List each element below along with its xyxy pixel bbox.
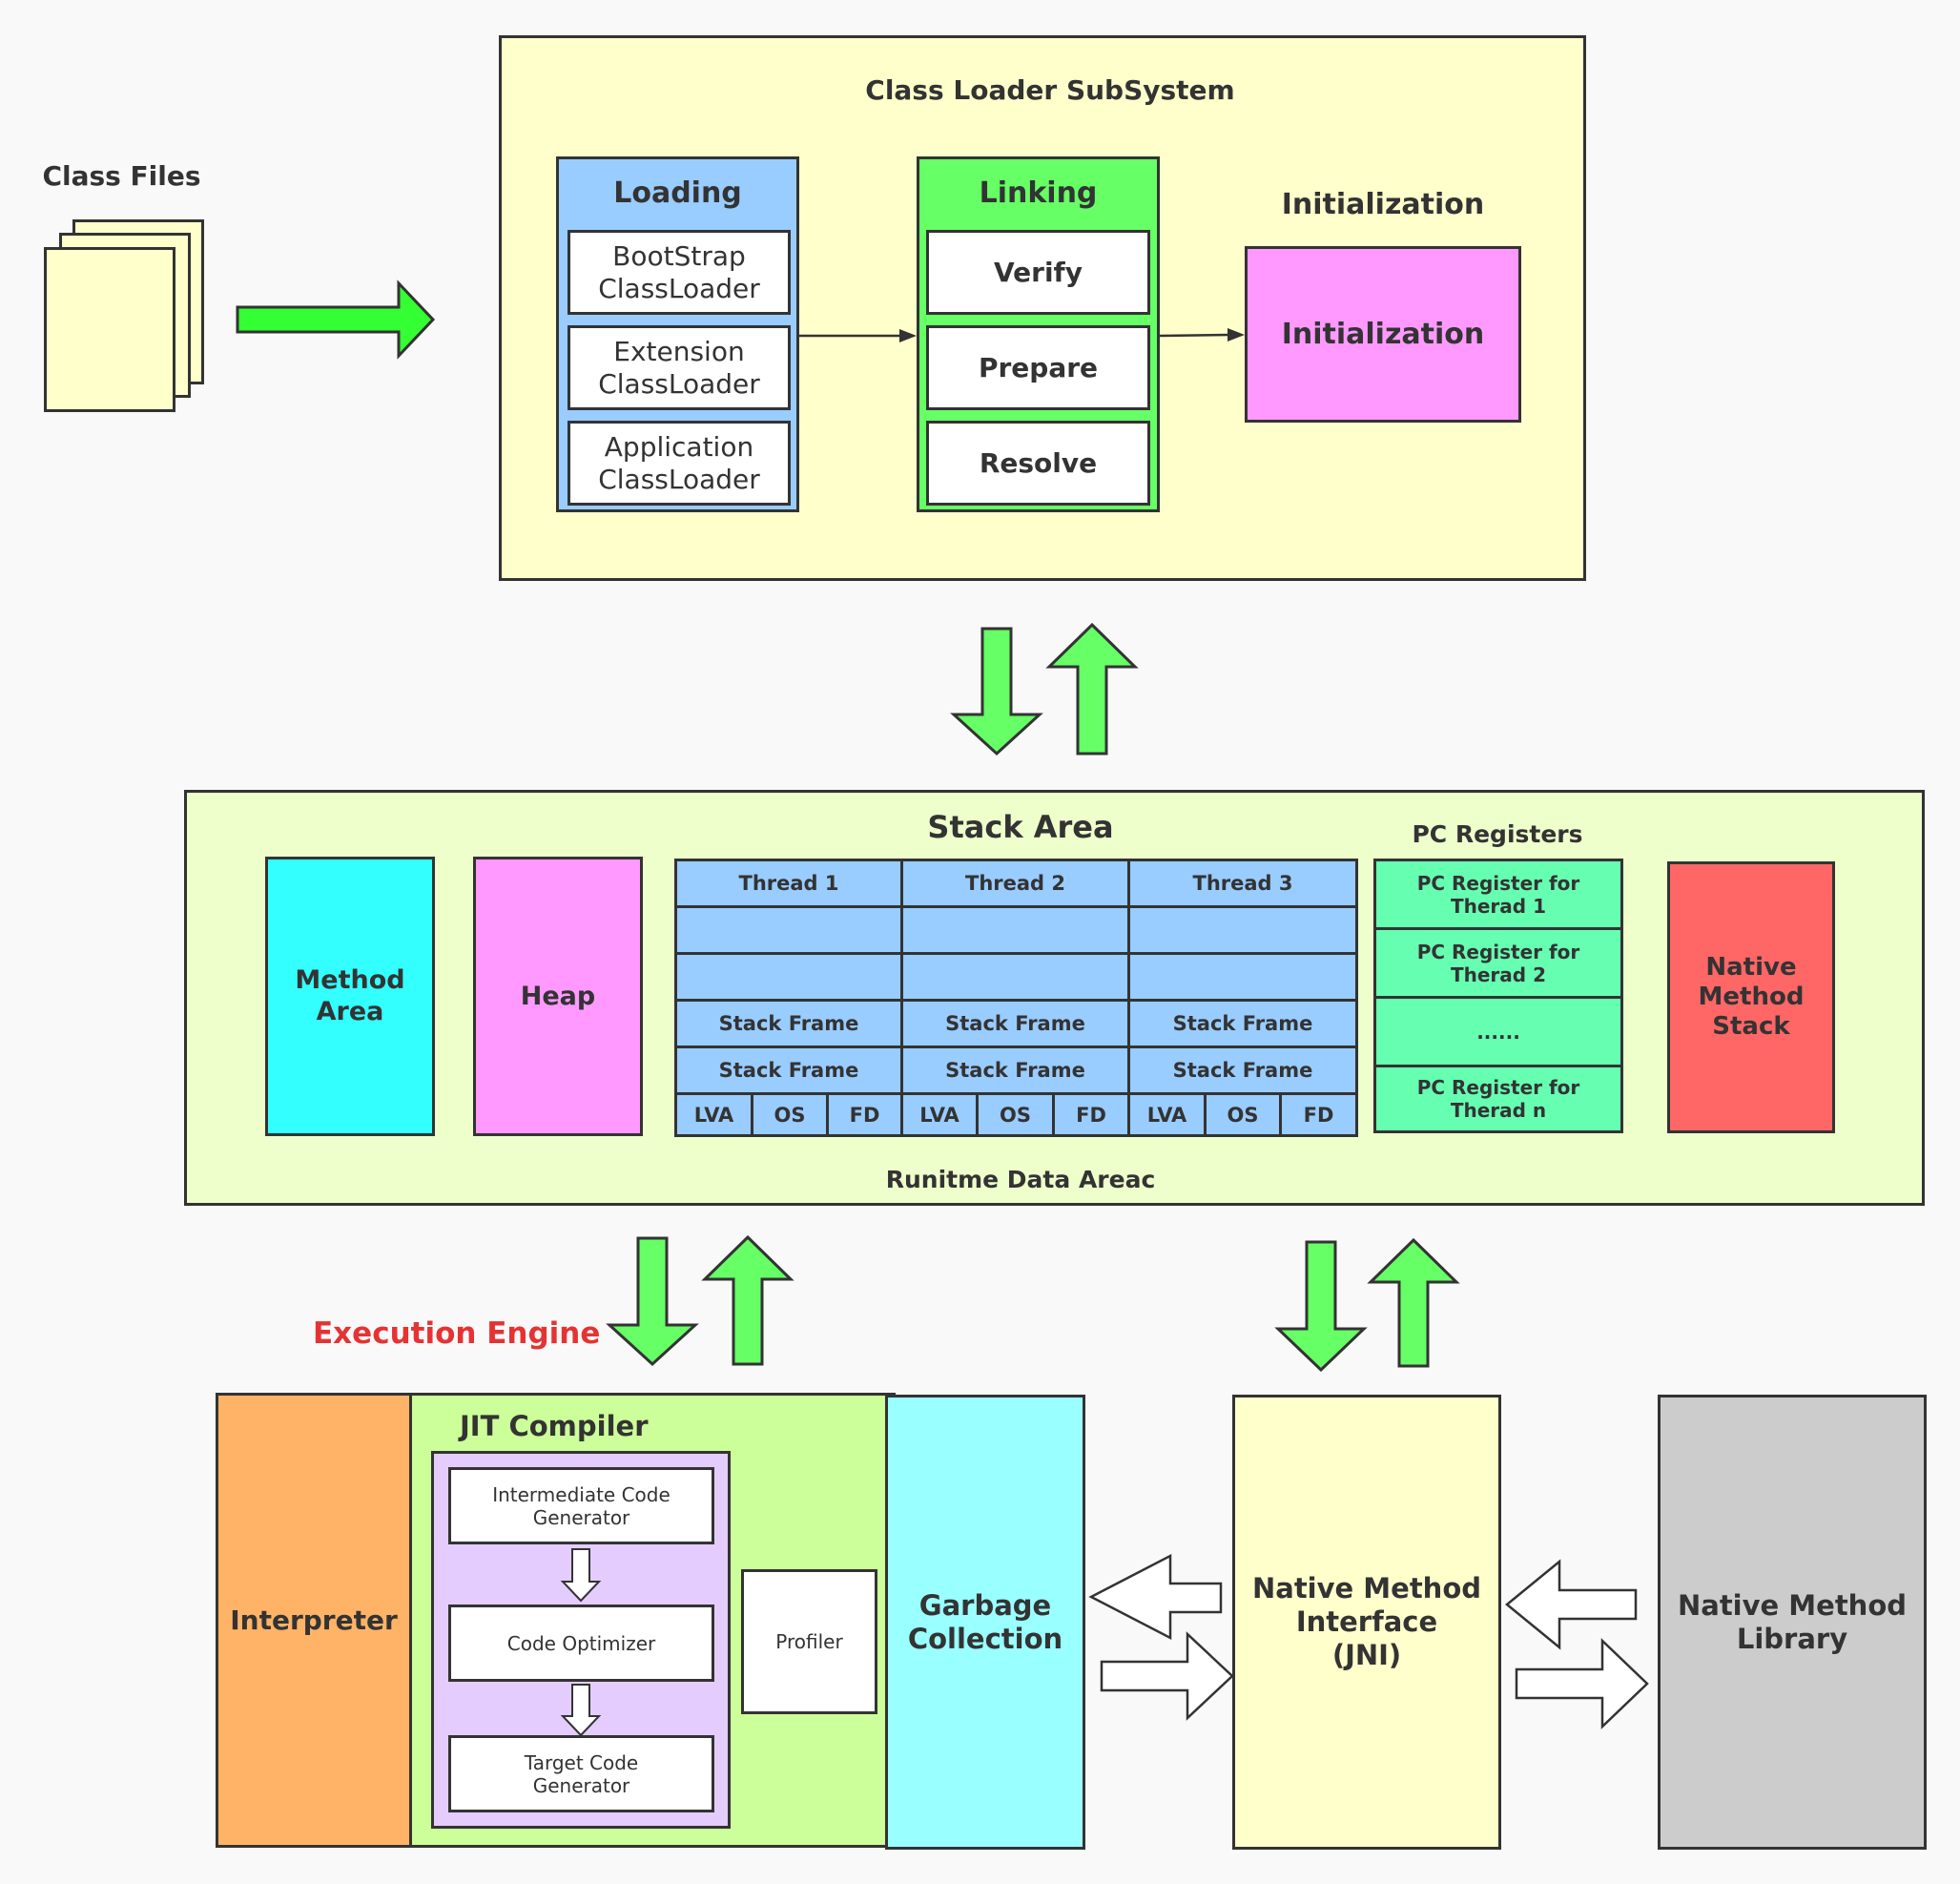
interface-to-gc-arrow-icon — [1088, 1553, 1223, 1641]
thread-3-empty-row-2 — [1127, 952, 1358, 1002]
engine-to-runtime-up-arrow-icon — [701, 1234, 794, 1366]
initialization-title: Initialization — [1281, 188, 1485, 221]
profiler: Profiler — [741, 1569, 877, 1714]
class-files-label: Class Files — [42, 160, 201, 192]
pc-register-thread-1: PC Register for Therad 1 — [1373, 859, 1623, 930]
jit-step-1-to-2-arrow-icon — [560, 1548, 602, 1603]
thread-3-lva: LVA — [1127, 1092, 1207, 1137]
gc-to-interface-arrow-icon — [1100, 1631, 1234, 1721]
garbage-collection: Garbage Collection — [885, 1395, 1085, 1850]
thread-2-os: OS — [976, 1092, 1055, 1137]
loader-to-runtime-down-arrow-icon — [950, 627, 1043, 756]
thread-3-os: OS — [1204, 1092, 1282, 1137]
thread-stacks: Thread 1 Thread 2 Thread 3 Stack Frame S… — [674, 859, 1358, 1137]
thread-1-fd: FD — [826, 1092, 903, 1137]
thread-1-header: Thread 1 — [674, 859, 903, 908]
linking-to-initialization-arrow-icon — [1159, 328, 1245, 342]
heap: Heap — [473, 857, 643, 1136]
class-loader-title: Class Loader SubSystem — [865, 74, 1235, 106]
thread-2-empty-row-2 — [900, 952, 1130, 1002]
loading-title: Loading — [613, 176, 742, 210]
thread-1-os: OS — [751, 1092, 829, 1137]
runtime-to-native-down-arrow-icon — [1274, 1240, 1368, 1373]
resolve-step: Resolve — [926, 421, 1150, 506]
native-to-runtime-up-arrow-icon — [1367, 1237, 1460, 1368]
stack-area-title: Stack Area — [927, 809, 1114, 845]
verify-step: Verify — [926, 230, 1150, 315]
thread-1-empty-row-1 — [674, 905, 903, 955]
code-optimizer: Code Optimizer — [448, 1605, 714, 1682]
thread-2-stack-frame-2: Stack Frame — [900, 1046, 1130, 1095]
pc-register-thread-n: PC Register for Therad n — [1373, 1065, 1623, 1133]
thread-1-stack-frame-1: Stack Frame — [674, 999, 903, 1048]
target-code-generator: Target Code Generator — [448, 1735, 714, 1812]
thread-1-lva: LVA — [674, 1092, 753, 1137]
pc-registers: PC Register for Therad 1 PC Register for… — [1373, 859, 1623, 1133]
native-method-library: Native Method Library — [1658, 1395, 1927, 1850]
runtime-data-area-label: Runitme Data Areac — [885, 1166, 1156, 1193]
library-to-interface-arrow-icon — [1505, 1559, 1638, 1650]
method-area: Method Area — [265, 857, 435, 1136]
pc-registers-title: PC Registers — [1412, 820, 1583, 848]
prepare-step: Prepare — [926, 325, 1150, 410]
initialization-box: Initialization — [1245, 246, 1521, 423]
interpreter: Interpreter — [216, 1393, 412, 1848]
interface-to-library-arrow-icon — [1515, 1638, 1649, 1729]
bootstrap-classloader: BootStrap ClassLoader — [567, 230, 791, 315]
extension-classloader: Extension ClassLoader — [567, 325, 791, 410]
thread-1-stack-frame-2: Stack Frame — [674, 1046, 903, 1095]
thread-2-fd: FD — [1052, 1092, 1130, 1137]
execution-engine-title: Execution Engine — [313, 1316, 601, 1351]
native-method-interface: Native Method Interface (JNI) — [1232, 1395, 1501, 1850]
thread-3-fd: FD — [1279, 1092, 1358, 1137]
thread-2-stack-frame-1: Stack Frame — [900, 999, 1130, 1048]
class-files-to-loader-arrow-icon — [236, 279, 436, 360]
application-classloader: Application ClassLoader — [567, 421, 791, 506]
linking-title: Linking — [979, 176, 1098, 210]
jit-step-2-to-3-arrow-icon — [560, 1684, 602, 1737]
jit-compiler-title: JIT Compiler — [460, 1410, 649, 1442]
runtime-to-engine-down-arrow-icon — [606, 1236, 699, 1367]
runtime-to-loader-up-arrow-icon — [1045, 622, 1139, 756]
intermediate-code-generator: Intermediate Code Generator — [448, 1467, 714, 1544]
class-file-page-1 — [44, 247, 175, 412]
loading-to-linking-arrow-icon — [799, 329, 917, 342]
native-method-stack: Native Method Stack — [1667, 861, 1835, 1133]
